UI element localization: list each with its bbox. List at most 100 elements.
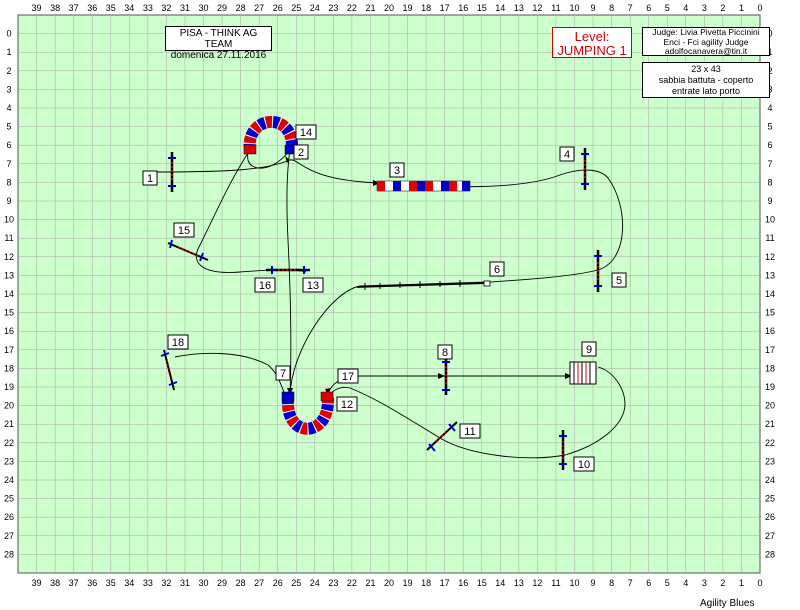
row-label-left: 19 — [4, 382, 14, 392]
column-label-top: 12 — [532, 3, 542, 13]
svg-text:16: 16 — [259, 280, 271, 292]
obstacle-18-hurdle — [160, 349, 178, 391]
svg-text:9: 9 — [586, 344, 592, 356]
column-label-bottom: 26 — [273, 578, 283, 588]
row-label-left: 21 — [4, 419, 14, 429]
judge-title: Enci - Fci agility Judge — [663, 36, 749, 47]
row-label-left: 28 — [4, 549, 14, 559]
obstacle-5-hurdle — [594, 250, 602, 292]
row-label-right: 2 — [767, 66, 772, 76]
column-label-top: 30 — [198, 3, 208, 13]
ring-info-box: 23 x 43 sabbia battuta - coperto entrate… — [642, 62, 770, 98]
svg-text:6: 6 — [494, 264, 500, 276]
obstacle-4-hurdle — [581, 148, 589, 190]
svg-text:13: 13 — [307, 280, 319, 292]
column-label-top: 39 — [32, 3, 42, 13]
column-label-top: 24 — [310, 3, 320, 13]
obstacle-3-tunnel — [376, 180, 471, 192]
column-label-bottom: 30 — [198, 578, 208, 588]
column-label-bottom: 8 — [609, 578, 614, 588]
column-label-bottom: 18 — [421, 578, 431, 588]
column-label-top: 15 — [477, 3, 487, 13]
column-label-bottom: 4 — [683, 578, 688, 588]
svg-text:3: 3 — [394, 165, 400, 177]
row-label-left: 13 — [4, 270, 14, 280]
column-label-bottom: 20 — [384, 578, 394, 588]
column-label-top: 11 — [551, 3, 560, 13]
label-6: 6 — [489, 261, 505, 277]
column-label-top: 26 — [273, 3, 283, 13]
row-label-left: 0 — [6, 29, 11, 39]
obstacle-14-tunnel — [243, 115, 299, 155]
row-label-right: 3 — [767, 84, 772, 94]
column-label-top: 16 — [458, 3, 468, 13]
row-label-left: 7 — [6, 159, 11, 169]
row-label-left: 27 — [4, 531, 14, 541]
row-label-left: 17 — [4, 345, 14, 355]
column-label-bottom: 38 — [50, 578, 60, 588]
svg-text:7: 7 — [280, 368, 286, 380]
obstacle-13-16-hurdle — [266, 266, 310, 274]
row-label-left: 8 — [6, 177, 11, 187]
row-label-right: 28 — [765, 549, 775, 559]
level-box: Level: JUMPING 1 — [552, 27, 632, 58]
svg-text:2: 2 — [298, 147, 304, 159]
label-3: 3 — [389, 162, 405, 178]
row-label-left: 25 — [4, 494, 14, 504]
column-label-bottom: 11 — [551, 578, 560, 588]
row-label-right: 12 — [765, 252, 775, 262]
column-label-top: 1 — [739, 3, 744, 13]
row-label-left: 10 — [4, 215, 14, 225]
column-label-bottom: 21 — [365, 578, 375, 588]
svg-text:18: 18 — [172, 337, 184, 349]
svg-text:17: 17 — [342, 371, 354, 383]
column-label-top: 31 — [180, 3, 190, 13]
row-label-right: 21 — [765, 419, 775, 429]
row-label-right: 6 — [767, 140, 772, 150]
obstacle-15-hurdle — [167, 239, 209, 262]
row-label-left: 3 — [6, 84, 11, 94]
svg-text:15: 15 — [178, 225, 190, 237]
label-11: 11 — [459, 423, 481, 439]
ring-entrance: entrate lato porto — [671, 86, 741, 96]
obstacle-6-dogwalk — [356, 280, 491, 290]
svg-text:8: 8 — [442, 347, 448, 359]
column-label-bottom: 2 — [720, 578, 725, 588]
judge-box: Judge: Livia Pivetta Piccinini Enci - Fc… — [642, 27, 770, 56]
column-label-top: 27 — [254, 3, 264, 13]
row-label-right: 22 — [765, 438, 775, 448]
judge-email: adolfocanavera@tin.it — [664, 46, 748, 56]
row-label-left: 5 — [6, 122, 11, 132]
svg-text:10: 10 — [578, 459, 590, 471]
row-label-left: 4 — [6, 103, 11, 113]
column-label-bottom: 0 — [757, 578, 762, 588]
row-label-right: 0 — [767, 29, 772, 39]
row-labels-left: 0123456789101112131415161718192021222324… — [4, 29, 14, 560]
row-label-right: 13 — [765, 270, 775, 280]
column-label-top: 35 — [106, 3, 116, 13]
row-label-right: 15 — [765, 308, 775, 318]
row-label-right: 27 — [765, 531, 775, 541]
row-label-right: 18 — [765, 363, 775, 373]
footer-credit: Agility Blues — [700, 598, 755, 609]
column-label-top: 14 — [495, 3, 505, 13]
label-7: 7 — [275, 365, 291, 381]
column-label-top: 10 — [569, 3, 579, 13]
obstacle-number-labels: 1 2 3 4 5 6 7 8 9 10 11 12 13 14 15 16 1… — [142, 124, 627, 472]
label-5: 5 — [611, 272, 627, 288]
event-date: domenica 27.11.2016 — [170, 50, 267, 61]
row-label-left: 16 — [4, 326, 14, 336]
row-labels-right: 0123456789101112131415161718192021222324… — [765, 29, 775, 560]
row-label-right: 24 — [765, 475, 775, 485]
column-label-top: 9 — [591, 3, 596, 13]
row-label-left: 9 — [6, 196, 11, 206]
ring-ground: sabbia battuta - coperto — [658, 75, 754, 85]
row-label-right: 23 — [765, 456, 775, 466]
label-9: 9 — [581, 341, 597, 357]
column-label-bottom: 13 — [514, 578, 524, 588]
column-label-bottom: 22 — [347, 578, 357, 588]
column-label-top: 38 — [50, 3, 60, 13]
svg-text:4: 4 — [564, 149, 570, 161]
column-label-top: 23 — [328, 3, 338, 13]
